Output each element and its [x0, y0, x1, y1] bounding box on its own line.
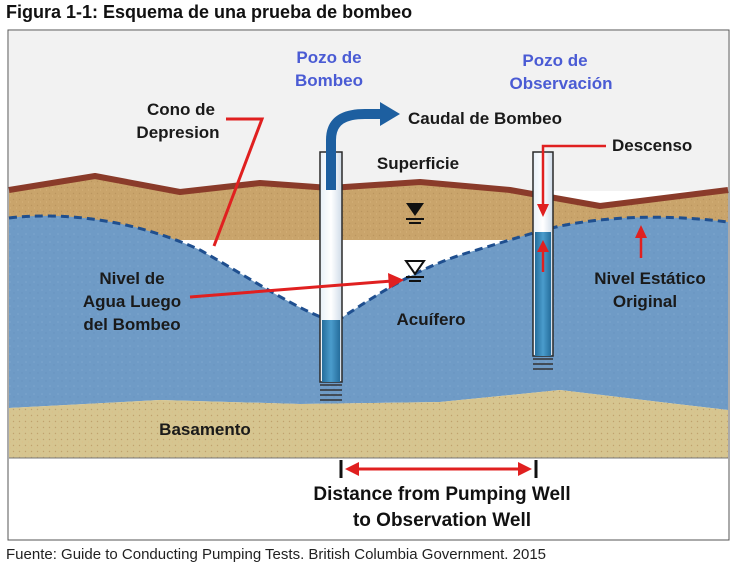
static-level-symbol	[406, 203, 424, 224]
distance-label-line2: to Observation Well	[353, 510, 531, 531]
static-level-label-line1: Nivel Estático	[594, 269, 706, 288]
distance-indicator	[339, 460, 538, 478]
cone-label-line2: Depresion	[136, 123, 219, 142]
water-level-label-line1: Nivel de	[99, 269, 164, 288]
pumped-level-symbol	[404, 260, 426, 282]
pumping-well-label-line2: Bombeo	[295, 71, 363, 90]
pumping-well	[319, 151, 343, 401]
bedrock-label: Basamento	[159, 420, 251, 439]
cone-leader-line	[212, 117, 265, 247]
drawdown-leader-line	[541, 144, 606, 206]
pumping-well-label-line1: Pozo de	[296, 48, 361, 67]
water-level-leader-line	[189, 279, 393, 299]
pumping-test-diagram: Pozo de Bombeo Pozo de Observación Cono …	[7, 29, 730, 541]
water-level-label-line2: Agua Luego	[83, 292, 181, 311]
figure-source: Fuente: Guide to Conducting Pumping Test…	[6, 546, 547, 563]
cone-label-line1: Cono de	[147, 100, 215, 119]
discharge-pipe-arrow	[326, 109, 382, 190]
figure-title: Figura 1-1: Esquema de una prueba de bom…	[6, 2, 413, 22]
water-level-label-line3: del Bombeo	[83, 315, 180, 334]
surface-label: Superficie	[377, 154, 459, 173]
observation-well-label-line2: Observación	[510, 74, 613, 93]
discharge-label: Caudal de Bombeo	[408, 109, 562, 128]
static-level-label-line2: Original	[613, 292, 677, 311]
observation-well-label-line1: Pozo de	[522, 51, 587, 70]
water-table-dashed-line	[8, 214, 729, 324]
distance-label-line1: Distance from Pumping Well	[313, 484, 570, 505]
drawdown-label: Descenso	[612, 136, 692, 155]
aquifer-label: Acuífero	[397, 310, 466, 329]
